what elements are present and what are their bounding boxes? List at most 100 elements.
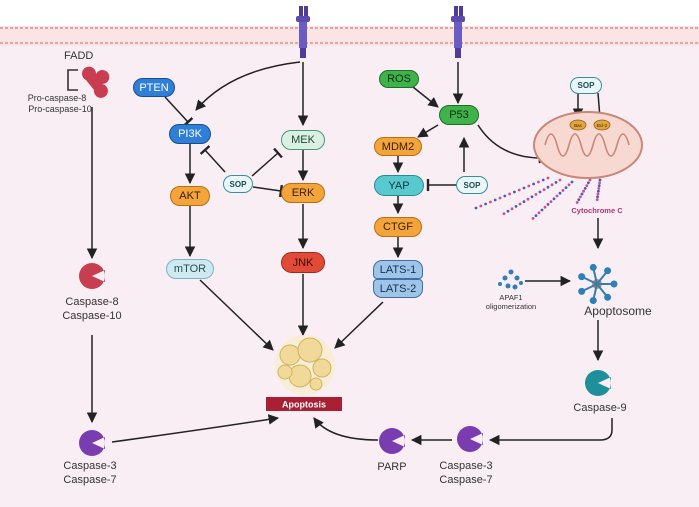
node-mek: MEK [281,130,325,150]
cytochrome-dot [513,190,516,194]
cytochrome-dot [583,187,587,190]
cytochrome-dot [508,192,511,196]
cytochrome-dot [577,198,581,202]
cytochrome-dot [540,208,544,212]
cytochrome-dot [498,196,502,200]
fadd-bracket [67,69,78,91]
apaf1-label: APAF1 [499,293,523,302]
cytochrome-dot [530,195,534,199]
caspase-7-left-label: Caspase-7 [63,474,117,486]
cytochrome-dot [546,203,550,206]
cytochrome-dot [518,202,522,206]
cytochrome-dot [558,191,562,195]
inhibit-sop-mek [251,147,283,177]
cytochrome-dot [597,184,601,188]
mitochondrion [533,111,643,179]
cytochrome-dot [542,188,546,192]
arrow-caspase3-to-apoptosis [111,414,280,443]
caspase-3-left-label: Caspase-3 [63,460,117,472]
cytochrome-dot [570,180,574,184]
cytochrome-dot [538,190,542,194]
caspase9-icon [585,370,611,396]
apaf1-oligomerization-label: oligomerization [485,302,537,311]
cytochrome-dot [506,209,510,213]
caspase-10-label: Caspase-10 [62,310,122,322]
cytochrome-dot [555,194,559,198]
node-p53: P53 [439,105,479,125]
cytochrome-dot [510,207,514,211]
cytochrome-dot [493,198,497,202]
arrow-lats-apoptosis [334,301,384,349]
cytochrome-dot [479,204,483,208]
arrow-p53-mdm2 [417,124,439,138]
pro-caspase-8-label: Pro-caspase-8 [27,93,87,103]
cytochrome-dot [543,205,547,209]
caspase-7-right-label: Caspase-7 [439,474,493,486]
inhibit-pten-pi3k [164,96,194,127]
cytochrome-dot [514,205,518,208]
node-pi3k: PI3K [169,124,211,144]
cytochrome-dot [580,192,584,196]
cytochrome-dot [531,217,535,220]
cytochrome-dot [554,181,558,184]
node-akt: AKT [170,186,210,206]
receptor-left [296,6,310,58]
apoptosome-node [589,297,597,305]
cytochrome-dot [526,197,530,201]
caspase3-right-icon [457,426,483,452]
apoptosome-icon [578,263,618,305]
bcl2-label: Bcl-2 [597,123,608,128]
apoptosis-label-box [266,397,342,411]
cytochrome-dot [503,194,507,198]
cytochrome-dot [534,193,538,196]
cytochrome-dot [597,187,601,190]
node-sop-mid: SOP [456,176,488,194]
node-mtor: mTOR [166,259,214,279]
node-lats2: LATS-2 [373,279,423,298]
apoptosome-node [610,280,618,288]
cytochrome-dot [598,178,602,182]
parp-icon [379,428,405,454]
apoptosome-label: Apoptosome [584,304,652,318]
cytochrome-dot [537,211,541,215]
pro-caspase-icon [82,66,110,98]
cytochrome-dot [537,180,540,184]
caspase-9-label: Caspase-9 [573,402,627,414]
node-mdm2: MDM2 [374,137,422,156]
cytochrome-dot [596,195,599,199]
cytochrome-dot [541,178,545,182]
node-pten: PTEN [133,78,175,97]
apoptosome-node [589,263,597,271]
cytochrome-dot [549,200,553,204]
node-sop-right: SOP [570,77,602,94]
cytochrome-dot [474,206,478,210]
node-ctgf: CTGF [374,217,422,237]
cytochrome-dot [502,212,506,216]
cytochrome-dot [597,189,600,193]
parp-label: PARP [377,461,407,473]
cytochrome-dot [522,186,526,190]
apaf1-icon [498,269,523,290]
node-sop-left: SOP [223,175,253,193]
arrow-mtor-apoptosis [199,279,274,351]
cytochrome-dot [564,186,568,190]
bax-label: Bax [574,123,583,128]
cytochrome-dot [546,185,550,189]
arrow-ros-p53 [412,86,439,108]
apoptosome-node [604,293,612,301]
cytochrome-dot [546,176,550,180]
arrow-parp-apoptosis [313,417,379,441]
cytochrome-c-label: Cytochrome C [571,206,623,215]
cytochrome-dot [575,201,579,204]
node-erk: ERK [281,183,325,203]
cell-membrane [0,26,699,46]
fadd-label: FADD [64,50,94,62]
inhibit-sop-pi3k [199,145,226,173]
cytochrome-dot [552,197,556,201]
caspase3-left-icon [79,430,105,456]
cytochrome-dot [567,183,571,187]
apoptosome-node [604,267,612,275]
cytochrome-dot [587,181,590,185]
apoptosome-node [578,287,586,295]
